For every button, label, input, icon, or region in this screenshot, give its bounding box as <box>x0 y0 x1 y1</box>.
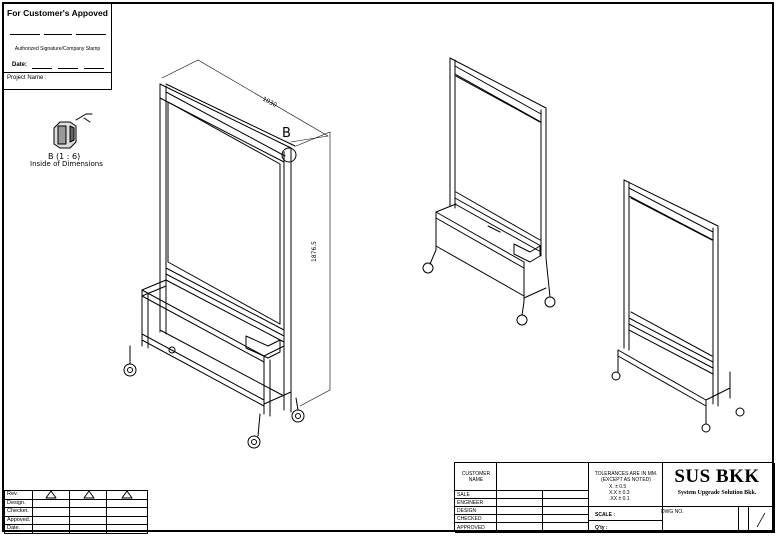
table-row: Rev. <box>3 490 148 500</box>
signature-caption: Authorized Signature/Company Stamp <box>14 46 101 52</box>
sheet-slash <box>756 512 766 528</box>
detail-b-callout: B <box>282 126 291 141</box>
company-subtitle: System Upgrade Solution Bkk. <box>677 490 757 496</box>
right-cart-view <box>611 179 745 433</box>
qty-label: Q'ty : <box>595 525 608 531</box>
table-row: Checker. <box>3 507 148 517</box>
title-block: CUSTOMER NAME TOLERANCES ARE IN MM. (EXC… <box>454 462 775 533</box>
customer-approval-box: For Customer's Appoved Authorized Signat… <box>4 4 112 90</box>
tolerance-x: X. ± 0.5 <box>609 484 627 490</box>
middle-cart-view <box>422 57 556 326</box>
main-cart-view <box>123 59 331 449</box>
approved-cell: Appoved. <box>3 515 34 525</box>
scale-label: SCALE : <box>595 512 615 518</box>
role-approved: APPROVED <box>457 525 485 531</box>
detail-b-subtitle: Inside of Dimensions <box>30 160 103 168</box>
tolerances-title: TOLERANCES ARE IN MM. <box>594 471 658 477</box>
table-row: Design. <box>3 498 148 508</box>
customer-name-label: CUSTOMER NAME <box>461 471 491 483</box>
tolerance-xxx: .XX ± 0.1 <box>609 496 630 502</box>
role-checked: CHECKED <box>457 516 482 522</box>
height-dimension: 1876.5 <box>311 241 318 262</box>
project-name-label: Project Name : <box>7 75 47 81</box>
design-cell: Design. <box>3 498 34 508</box>
role-sale: SALE <box>457 492 470 498</box>
tolerance-xx: X.X ± 0.3 <box>609 490 630 496</box>
table-row: Date. <box>3 524 148 534</box>
role-engineer: ENGINEER <box>457 500 484 506</box>
tolerances-subtitle: (EXCEPT AS NOTED) <box>601 477 651 483</box>
project-row: Project Name : <box>4 72 111 91</box>
checker-cell: Checker. <box>3 507 34 517</box>
company-name: SUS BKK <box>674 466 760 487</box>
date-label: Date: <box>12 62 28 68</box>
date-cell: Date. <box>3 524 34 534</box>
signature-lines <box>10 34 106 44</box>
detail-b-view <box>53 113 93 149</box>
rev-cell: Rev. <box>3 490 34 500</box>
detail-b-label: B (1 : 6) <box>48 152 81 161</box>
revision-table: Rev. Design. Checker. Appoved. Date. <box>3 490 148 534</box>
dwg-no-label: DWG NO. <box>661 509 684 515</box>
width-dimension: 1030 <box>261 96 278 109</box>
customer-approval-title: For Customer's Appoved <box>7 8 108 18</box>
role-design: DESIGN <box>457 508 477 514</box>
table-row: Appoved. <box>3 515 148 525</box>
